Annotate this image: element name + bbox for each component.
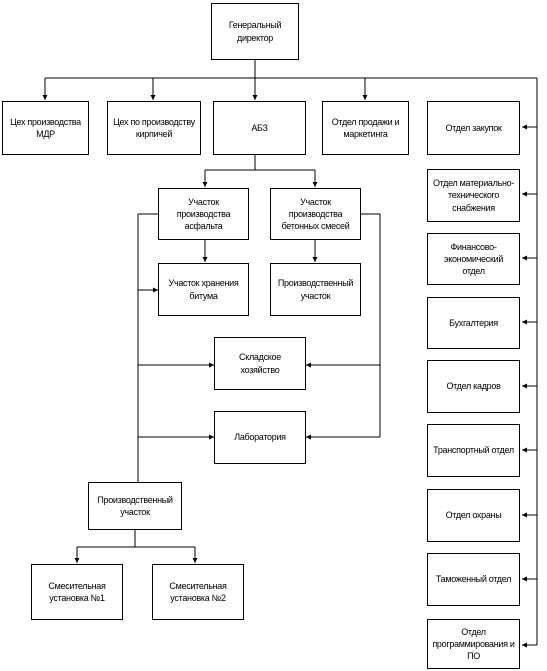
node-procurement: Отдел закупок <box>427 101 520 155</box>
node-laboratory-label: Лаборатория <box>234 432 286 443</box>
node-production-site-concrete-label: Производственный участок <box>277 278 354 301</box>
node-finance: Финансово-экономический отдел <box>427 233 520 285</box>
node-hr-label: Отдел кадров <box>446 381 501 392</box>
node-warehouse: Складское хозяйство <box>214 337 306 390</box>
node-security-label: Отдел охраны <box>445 510 502 521</box>
node-ceo: Генеральный директор <box>211 3 299 60</box>
node-hr: Отдел кадров <box>427 360 520 413</box>
node-ceo-label: Генеральный директор <box>228 20 282 43</box>
node-mixer-2-label: Смесительная установка №2 <box>169 580 227 603</box>
node-mixer-1-label: Смесительная установка №1 <box>48 580 106 603</box>
node-security: Отдел охраны <box>427 489 520 542</box>
node-mdr-shop-label: Цех производства МДР <box>10 116 81 139</box>
node-asphalt-site-label: Участок производства асфальта <box>176 196 231 232</box>
node-production-site: Производственный участок <box>88 482 182 530</box>
node-finance-label: Финансово-экономический отдел <box>443 241 504 277</box>
node-brick-shop: Цех по производству кирпичей <box>107 101 201 155</box>
node-warehouse-label: Складское хозяйство <box>239 352 281 375</box>
node-laboratory: Лаборатория <box>214 411 306 464</box>
node-brick-shop-label: Цех по производству кирпичей <box>113 116 195 139</box>
node-it-label: Отдел программирования и ПО <box>432 626 515 662</box>
node-bitumen-site-label: Участок хранения битума <box>168 278 239 301</box>
node-accounting-label: Бухгалтерия <box>449 317 498 328</box>
node-production-site-label: Производственный участок <box>97 494 173 517</box>
node-transport: Транспортный отдел <box>427 424 520 477</box>
node-bitumen-site: Участок хранения битума <box>158 263 249 316</box>
node-concrete-site: Участок производства бетонных смесей <box>270 188 361 240</box>
node-mixer-2: Смесительная установка №2 <box>152 564 244 620</box>
node-production-site-concrete: Производственный участок <box>270 263 361 316</box>
node-accounting: Бухгалтерия <box>427 297 520 349</box>
node-mdr-shop: Цех производства МДР <box>2 101 89 155</box>
node-customs: Таможенный отдел <box>427 553 520 606</box>
node-sales-marketing-label: Отдел продажи и маркетинга <box>331 116 400 139</box>
node-customs-label: Таможенный отдел <box>435 574 512 585</box>
node-mixer-1: Смесительная установка №1 <box>31 564 123 620</box>
node-sales-marketing: Отдел продажи и маркетинга <box>322 101 409 155</box>
node-abz: АБЗ <box>213 101 306 155</box>
node-transport-label: Транспортный отдел <box>433 445 514 456</box>
node-mts-label: Отдел материально-технического снабжения <box>432 178 515 213</box>
node-mts: Отдел материально-технического снабжения <box>427 169 520 222</box>
node-concrete-site-label: Участок производства бетонных смесей <box>281 196 350 232</box>
node-asphalt-site: Участок производства асфальта <box>158 188 249 240</box>
node-procurement-label: Отдел закупок <box>445 122 502 133</box>
node-it: Отдел программирования и ПО <box>427 619 520 669</box>
node-abz-label: АБЗ <box>251 122 268 133</box>
